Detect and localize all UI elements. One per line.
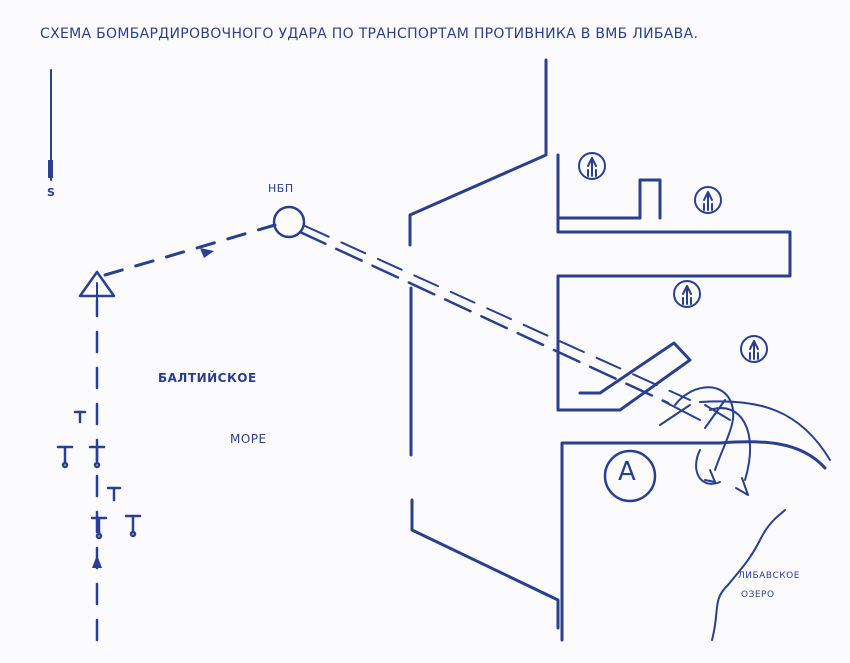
aircraft-icon	[73, 410, 87, 424]
aircraft-icon	[90, 516, 108, 540]
sea-label-line2: МОРЕ	[230, 432, 267, 446]
zone-a-label: A	[618, 457, 637, 487]
aircraft-formation	[56, 410, 142, 540]
route-arrowhead	[200, 248, 214, 258]
lake-shoreline	[711, 509, 786, 641]
aircraft-icon	[88, 445, 106, 469]
aircraft-icon	[106, 486, 122, 502]
north-label: S	[47, 186, 56, 199]
lower-coastline	[410, 498, 560, 630]
ship-marker	[694, 186, 722, 214]
lake-label-line1: ЛИБАВСКОЕ	[738, 571, 800, 581]
attack-route-parallel	[304, 225, 691, 401]
canal-curve	[699, 400, 831, 461]
south-harbour-shore	[560, 440, 827, 642]
sea-label-line1: БАЛТИЙСКОЕ	[158, 371, 257, 385]
approach-arrow-bottom	[92, 555, 102, 568]
attack-route	[298, 230, 670, 405]
ship-marker	[578, 152, 606, 180]
north-marker	[48, 69, 53, 181]
ship-marker	[673, 280, 701, 308]
upper-coastline	[408, 58, 548, 247]
flight-route	[103, 223, 277, 277]
nbp-circle	[272, 205, 306, 239]
nbp-label: НБП	[268, 182, 294, 195]
north-harbour-inner	[556, 178, 662, 220]
attack-turns	[659, 386, 751, 496]
aircraft-icon	[56, 445, 74, 469]
aircraft-icon	[124, 514, 142, 538]
north-harbour-pier	[556, 153, 792, 412]
diagram-title: СХЕМА БОМБАРДИРОВОЧНОГО УДАРА ПО ТРАНСПО…	[40, 26, 699, 42]
ship-marker	[740, 335, 768, 363]
target-zone-marker	[603, 449, 657, 503]
lake-label-line2: ОЗЕРО	[741, 590, 775, 600]
